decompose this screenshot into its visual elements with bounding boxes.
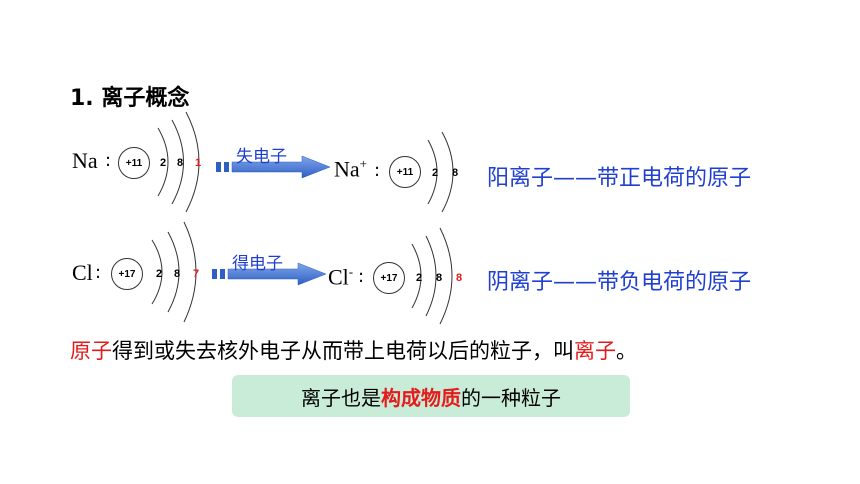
cl-colon: :	[95, 262, 102, 283]
section-title: 1. 离子概念	[70, 86, 190, 111]
box-text-1: 离子也是	[301, 385, 381, 410]
cl-atom-shells	[151, 221, 197, 323]
cation-description: 阳离子——带正电荷的原子	[487, 166, 752, 191]
cl-ion-nucleus: +17	[373, 262, 405, 294]
cl-nucleus: +17	[111, 258, 143, 290]
cl-symbol: Cl	[72, 260, 93, 285]
cl-shell-2: 8	[174, 268, 181, 280]
definition-atom: 原子	[70, 339, 112, 363]
na-symbol: Na	[72, 148, 98, 173]
na-ion-shells	[427, 131, 454, 213]
na-ion-nucleus: +11	[389, 156, 421, 188]
na-arrow-label: 失电子	[236, 147, 287, 167]
cl-ion-shell-1: 2	[416, 272, 423, 284]
cl-arrow	[212, 262, 327, 286]
na-shell-3: 1	[195, 157, 202, 169]
na-atom-shells	[157, 111, 200, 213]
cl-ion-colon: :	[358, 266, 365, 287]
cl-shell-3: 7	[193, 268, 200, 280]
definition-ion: 离子	[574, 339, 616, 363]
na-shell-2: 8	[177, 157, 184, 169]
anion-description: 阴离子——带负电荷的原子	[487, 270, 752, 295]
na-ion-shell-1: 2	[432, 167, 439, 179]
cl-shell-1: 2	[156, 268, 163, 280]
box-text-3: 的一种粒子	[461, 385, 561, 410]
definition-period: 。	[616, 339, 637, 363]
cl-ion-shell-2: 8	[436, 272, 443, 284]
na-ion-symbol: Na+	[334, 156, 367, 182]
cl-arrow-label: 得电子	[232, 254, 283, 274]
definition-body: 得到或失去核外电子从而带上电荷以后的粒子，叫	[112, 339, 574, 363]
na-arrow	[216, 155, 331, 179]
highlight-box: 离子也是构成物质的一种粒子	[232, 375, 630, 417]
ion-definition: 原子得到或失去核外电子从而带上电荷以后的粒子，叫离子。	[70, 335, 637, 365]
cl-ion-symbol: Cl-	[328, 264, 354, 290]
box-text-2: 构成物质	[381, 385, 461, 410]
cl-ion-shells	[411, 227, 453, 325]
cl-ion-shell-3: 8	[456, 272, 463, 284]
na-ion-shell-2: 8	[452, 167, 459, 179]
na-shell-1: 2	[160, 157, 167, 169]
na-nucleus: +11	[118, 147, 150, 179]
na-colon: :	[105, 150, 112, 171]
na-ion-colon: :	[374, 160, 381, 181]
